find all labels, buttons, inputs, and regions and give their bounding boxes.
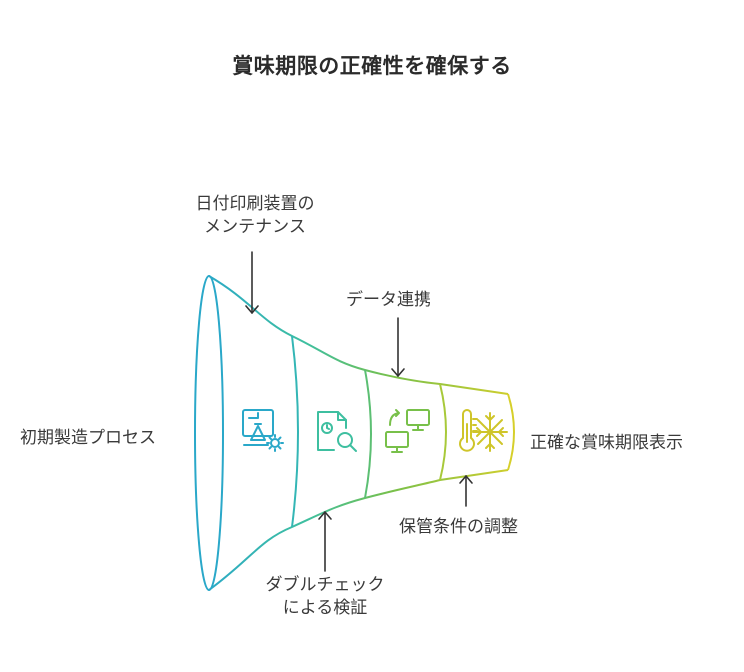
label-storage: 保管条件の調整 bbox=[399, 517, 518, 537]
label-double-check-line2: による検証 bbox=[282, 598, 368, 618]
label-double-check: ダブルチェック による検証 bbox=[240, 574, 410, 620]
funnel-end-cap bbox=[507, 393, 515, 471]
funnel-bottom-edge bbox=[208, 469, 509, 591]
data-sync-icon bbox=[385, 409, 430, 453]
temperature-snowflake-icon bbox=[459, 409, 508, 452]
arrow-double-check bbox=[318, 511, 332, 572]
arrow-storage bbox=[459, 475, 473, 507]
label-output: 正確な賞味期限表示 bbox=[530, 433, 683, 453]
label-maintenance-line2: メンテナンス bbox=[204, 217, 306, 237]
document-search-icon bbox=[317, 411, 357, 452]
label-input: 初期製造プロセス bbox=[20, 428, 156, 448]
arrow-data-link bbox=[391, 317, 405, 377]
stage-divider-2 bbox=[364, 369, 372, 499]
stage-divider-1 bbox=[291, 335, 299, 528]
label-data-link: データ連携 bbox=[346, 290, 431, 310]
label-maintenance-line1: 日付印刷装置の bbox=[195, 194, 315, 214]
label-double-check-line1: ダブルチェック bbox=[265, 575, 385, 595]
arrow-maintenance bbox=[245, 251, 259, 314]
stage-divider-3 bbox=[439, 383, 447, 481]
label-maintenance: 日付印刷装置の メンテナンス bbox=[170, 193, 340, 239]
page-title: 賞味期限の正確性を確保する bbox=[232, 54, 512, 78]
funnel-mouth bbox=[194, 275, 224, 591]
printer-maintenance-icon bbox=[242, 409, 284, 452]
